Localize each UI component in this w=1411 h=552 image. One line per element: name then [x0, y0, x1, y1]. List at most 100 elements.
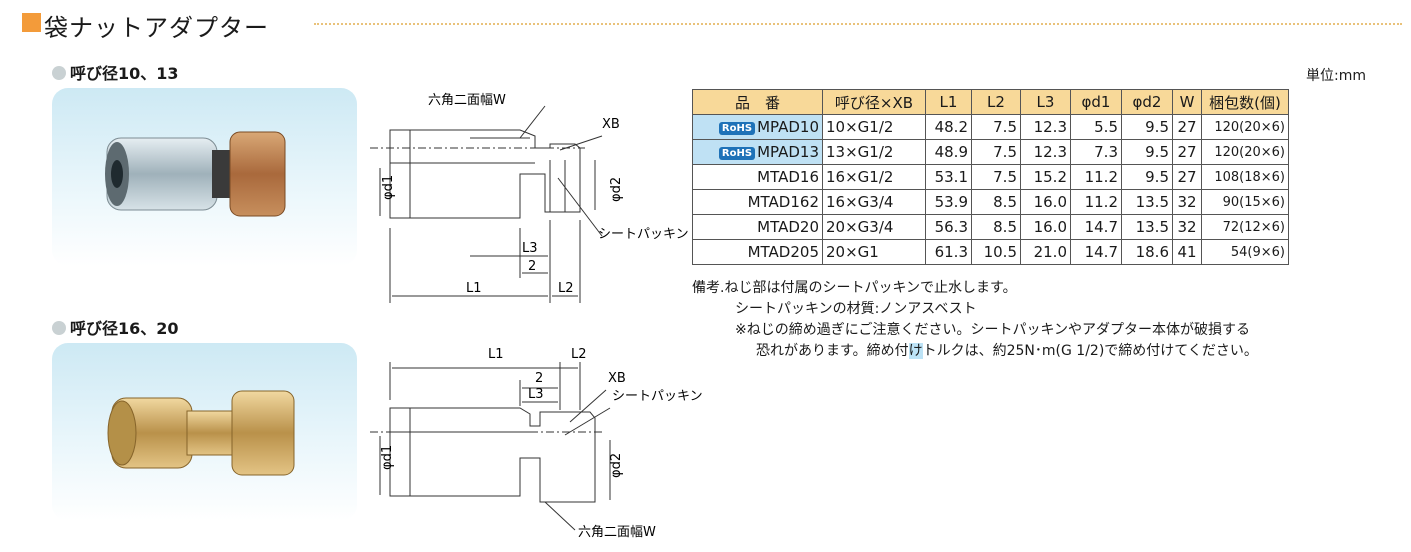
- cell-l3: 16.0: [1020, 189, 1071, 215]
- label-hex-width: 六角二面幅W: [428, 93, 506, 108]
- cell-d2: 9.5: [1121, 114, 1173, 140]
- rohs-badge-icon: RoHS: [718, 147, 756, 160]
- part-number-text: MPAD13: [757, 143, 819, 161]
- cell-l1: 48.9: [925, 139, 972, 165]
- cell-l2: 7.5: [971, 139, 1021, 165]
- header-l2: L2: [971, 89, 1021, 115]
- unit-label: 単位:mm: [1306, 68, 1366, 84]
- header-l3: L3: [1020, 89, 1071, 115]
- note-line-3: ※ねじの締め過ぎにご注意ください。シートパッキンやアダプター本体が破損する: [735, 322, 1251, 338]
- table-row: MTAD20 20×G3/4 56.3 8.5 16.0 14.7 13.5 3…: [692, 214, 1289, 240]
- cell-w: 27: [1172, 139, 1202, 165]
- table-row: MTAD16 16×G1/2 53.1 7.5 15.2 11.2 9.5 27…: [692, 164, 1289, 190]
- cell-pack: 120(20×6): [1201, 114, 1289, 140]
- cell-l3: 16.0: [1020, 214, 1071, 240]
- technical-drawing-10-13: 六角二面幅W XB φd1 φd2 シートパッキン L3 2 L1 L2: [370, 93, 689, 303]
- cell-part-number: MTAD205: [692, 239, 823, 265]
- note-line-1: 備考.ねじ部は付属のシートパッキンで止水します。: [692, 280, 1017, 296]
- label-l3: L3: [522, 241, 538, 256]
- cell-l1: 53.1: [925, 164, 972, 190]
- label-phi-d1: φd1: [380, 445, 395, 470]
- cell-l3: 15.2: [1020, 164, 1071, 190]
- label-xb: XB: [602, 117, 620, 132]
- notes-block: 備考.ねじ部は付属のシートパッキンで止水します。 シートパッキンの材質:ノンアス…: [692, 278, 1258, 362]
- header-pack: 梱包数(個): [1201, 89, 1289, 115]
- label-phi-d2: φd2: [609, 177, 624, 202]
- label-l1: L1: [466, 281, 482, 296]
- product-photo-10-13: [52, 88, 357, 266]
- cell-l2: 7.5: [971, 164, 1021, 190]
- note-line-4-highlight: け: [908, 343, 923, 359]
- title-marker-icon: [22, 13, 41, 32]
- header-d1: φd1: [1070, 89, 1122, 115]
- cell-d1: 5.5: [1070, 114, 1122, 140]
- cell-w: 41: [1172, 239, 1202, 265]
- note-line-4-b: トルクは、約25N･m(G 1/2)で締め付けてください。: [922, 343, 1258, 359]
- label-two: 2: [528, 259, 536, 274]
- header-d2: φd2: [1121, 89, 1173, 115]
- cell-l2: 7.5: [971, 114, 1021, 140]
- label-seat-packing: シートパッキン: [612, 389, 703, 404]
- cell-l3: 21.0: [1020, 239, 1071, 265]
- bullet-icon: [52, 66, 66, 80]
- note-line-2: シートパッキンの材質:ノンアスベスト: [735, 301, 977, 317]
- title-divider: [314, 23, 1402, 25]
- cell-d1: 14.7: [1070, 214, 1122, 240]
- section-heading-text: 呼び径10、13: [70, 64, 179, 83]
- cell-w: 27: [1172, 164, 1202, 190]
- bullet-icon: [52, 321, 66, 335]
- cell-l3: 12.3: [1020, 114, 1071, 140]
- header-w: W: [1172, 89, 1202, 115]
- table-row: MTAD162 16×G3/4 53.9 8.5 16.0 11.2 13.5 …: [692, 189, 1289, 215]
- cell-l1: 61.3: [925, 239, 972, 265]
- label-l1: L1: [488, 347, 504, 362]
- cell-l2: 8.5: [971, 214, 1021, 240]
- cell-l1: 48.2: [925, 114, 972, 140]
- cell-l1: 56.3: [925, 214, 972, 240]
- cell-d1: 14.7: [1070, 239, 1122, 265]
- adapter-photo-brass: [107, 390, 295, 476]
- cell-pack: 120(20×6): [1201, 139, 1289, 165]
- page-title-bar: 袋ナットアダプター: [22, 8, 1402, 42]
- header-size: 呼び径×XB: [822, 89, 926, 115]
- cell-d2: 13.5: [1121, 189, 1173, 215]
- part-number-text: MPAD10: [757, 118, 819, 136]
- cell-size: 13×G1/2: [822, 139, 926, 165]
- cell-pack: 108(18×6): [1201, 164, 1289, 190]
- cell-w: 32: [1172, 189, 1202, 215]
- cell-part-number: MTAD162: [692, 189, 823, 215]
- label-l3: L3: [528, 387, 544, 402]
- cell-part-number: MTAD20: [692, 214, 823, 240]
- technical-drawing-16-20: L1 L2 2 L3 XB シートパッキン φd1 φd2 六角二面幅W: [370, 347, 703, 540]
- cell-d1: 7.3: [1070, 139, 1122, 165]
- label-l2: L2: [571, 347, 587, 362]
- cell-d2: 9.5: [1121, 164, 1173, 190]
- cell-l3: 12.3: [1020, 139, 1071, 165]
- cell-d1: 11.2: [1070, 189, 1122, 215]
- spec-table: 品 番 呼び径×XB L1 L2 L3 φd1 φd2 W 梱包数(個) RoH…: [692, 89, 1289, 265]
- cell-size: 16×G1/2: [822, 164, 926, 190]
- cell-l1: 53.9: [925, 189, 972, 215]
- section-heading-16-20: 呼び径16、20: [52, 315, 179, 339]
- product-photo-16-20: [52, 343, 357, 521]
- label-hex-width: 六角二面幅W: [578, 525, 656, 540]
- section-heading-10-13: 呼び径10、13: [52, 60, 179, 84]
- table-row: MTAD205 20×G1 61.3 10.5 21.0 14.7 18.6 4…: [692, 239, 1289, 265]
- cell-size: 10×G1/2: [822, 114, 926, 140]
- label-phi-d1: φd1: [381, 175, 396, 200]
- rohs-badge-icon: RoHS: [718, 122, 756, 135]
- cell-l2: 10.5: [971, 239, 1021, 265]
- note-line-4: 恐れがあります。締め付けトルクは、約25N･m(G 1/2)で締め付けてください…: [692, 341, 1258, 362]
- cell-size: 20×G1: [822, 239, 926, 265]
- adapter-photo-clear: [105, 131, 286, 217]
- cell-d1: 11.2: [1070, 164, 1122, 190]
- label-seat-packing: シートパッキン: [598, 227, 689, 242]
- cell-size: 16×G3/4: [822, 189, 926, 215]
- header-part-number: 品 番: [692, 89, 823, 115]
- cell-part-number: MTAD16: [692, 164, 823, 190]
- cell-pack: 90(15×6): [1201, 189, 1289, 215]
- label-phi-d2: φd2: [609, 453, 624, 478]
